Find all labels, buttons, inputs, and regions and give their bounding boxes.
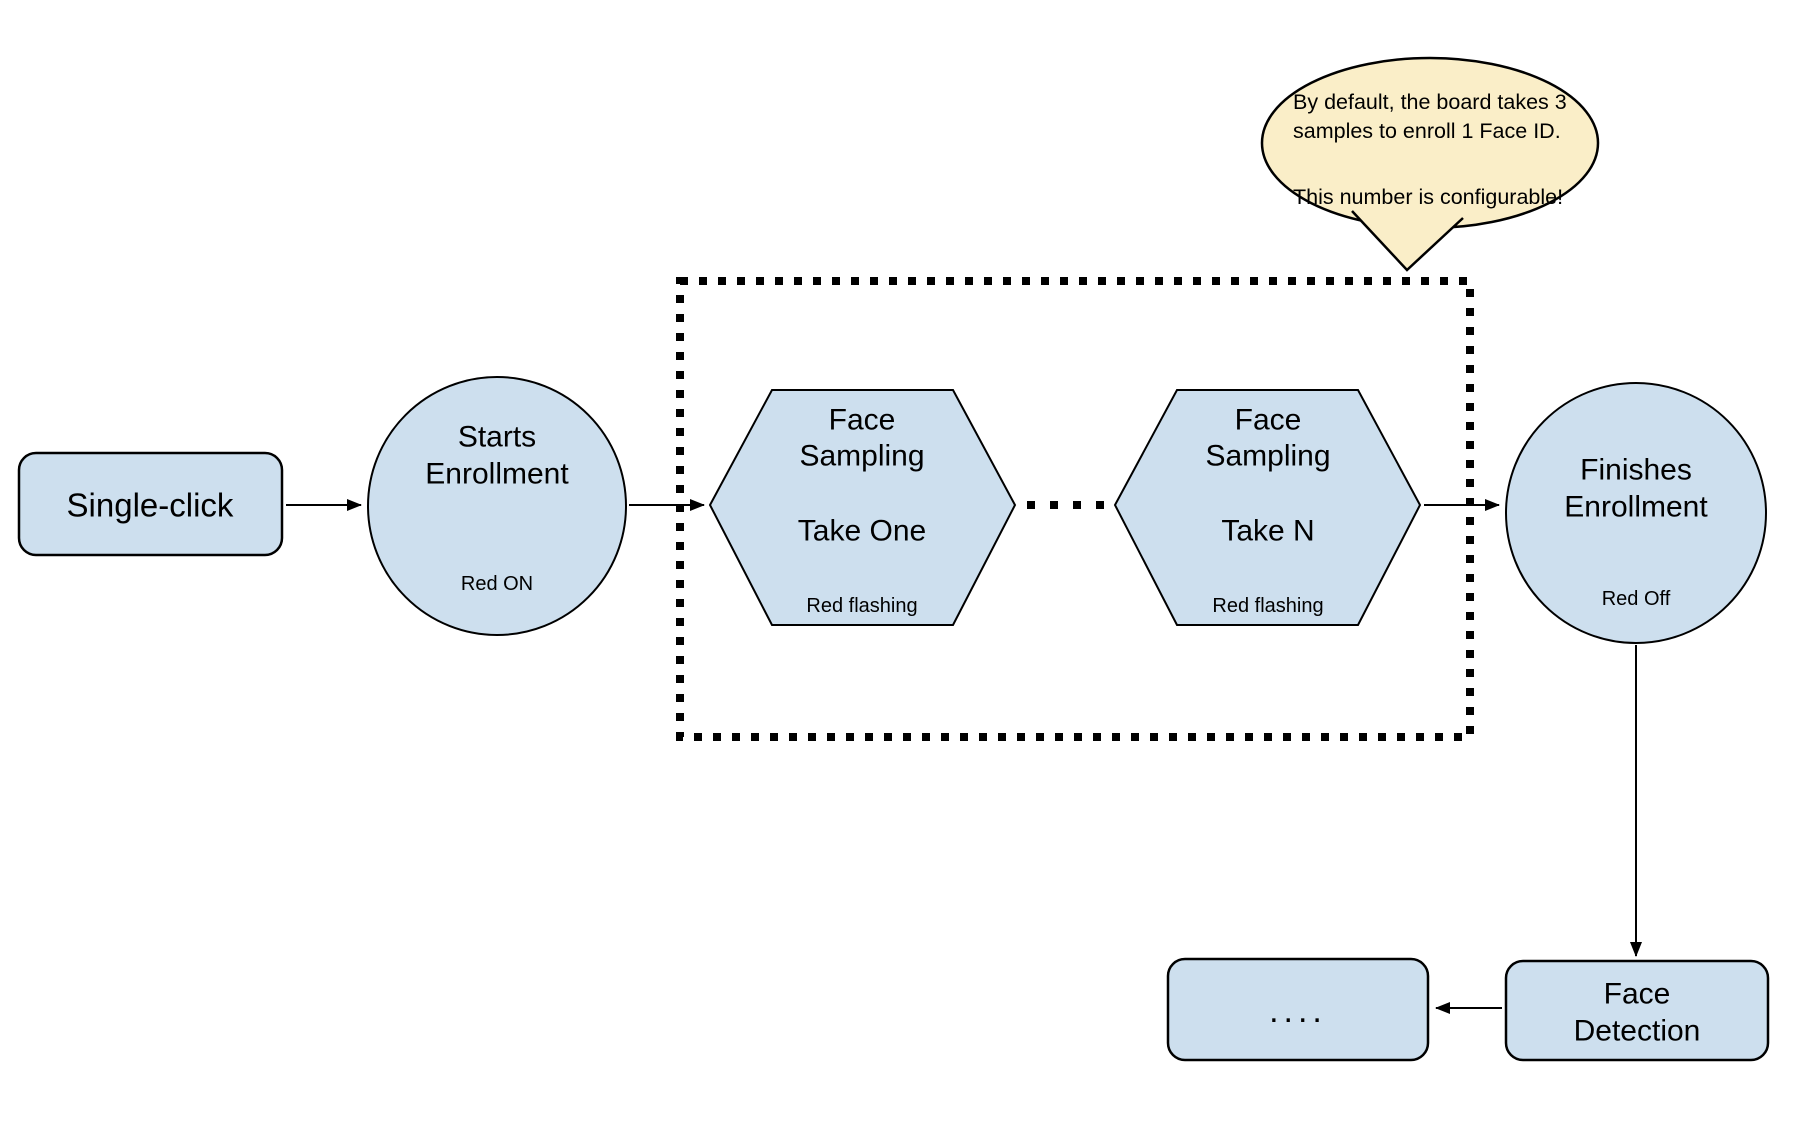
face-detection-box xyxy=(1504,959,1770,1062)
node-single-click: Single-click xyxy=(17,451,284,557)
node-face-sampling-take-one: Face Sampling Take One Red flashing xyxy=(708,389,1017,626)
starts-enrollment-title-line1: Starts xyxy=(458,421,536,454)
single-click-label: Single-click xyxy=(67,487,234,524)
callout-bubble-tail xyxy=(1351,210,1464,272)
node-face-detection: Face Detection xyxy=(1504,959,1770,1062)
face-sampling-n-hexagon xyxy=(1113,389,1422,626)
finishes-enrollment-title-line2: Enrollment xyxy=(1564,491,1708,524)
face-sampling-one-status: Red flashing xyxy=(806,595,917,617)
face-sampling-n-title-line2: Sampling xyxy=(1205,440,1330,473)
continuation-box xyxy=(1166,957,1430,1062)
sampling-loop-dotted-border xyxy=(676,277,1474,741)
node-finishes-enrollment: Finishes Enrollment Red Off xyxy=(1505,382,1767,644)
finishes-enrollment-status: Red Off xyxy=(1602,588,1671,610)
continuation-label: .... xyxy=(1269,992,1327,1030)
callout-bubble: By default, the board takes 3 samples to… xyxy=(1260,56,1600,272)
sampling-repeat-dots-connector xyxy=(1027,501,1104,509)
face-sampling-n-take-label: Take N xyxy=(1221,515,1314,548)
callout-text-line3: This number is configurable! xyxy=(1293,185,1563,209)
node-starts-enrollment: Starts Enrollment Red ON xyxy=(367,376,627,636)
callout-text-line1: By default, the board takes 3 xyxy=(1293,90,1567,114)
node-continuation: .... xyxy=(1166,957,1430,1062)
single-click-box xyxy=(17,451,284,557)
face-sampling-one-hexagon xyxy=(708,389,1017,626)
face-sampling-one-take-label: Take One xyxy=(798,515,926,548)
face-sampling-one-title-line1: Face xyxy=(829,404,896,437)
face-detection-title-line1: Face xyxy=(1604,978,1671,1011)
callout-text-line2: samples to enroll 1 Face ID. xyxy=(1293,119,1561,143)
face-sampling-one-title-line2: Sampling xyxy=(799,440,924,473)
face-sampling-n-status: Red flashing xyxy=(1212,595,1323,617)
starts-enrollment-title-line2: Enrollment xyxy=(425,458,569,491)
starts-enrollment-status: Red ON xyxy=(461,573,533,595)
face-detection-title-line2: Detection xyxy=(1574,1015,1701,1048)
finishes-enrollment-circle xyxy=(1505,382,1767,644)
node-face-sampling-take-n: Face Sampling Take N Red flashing xyxy=(1113,389,1422,626)
starts-enrollment-circle xyxy=(367,376,627,636)
finishes-enrollment-title-line1: Finishes xyxy=(1580,454,1692,487)
face-sampling-n-title-line1: Face xyxy=(1235,404,1302,437)
